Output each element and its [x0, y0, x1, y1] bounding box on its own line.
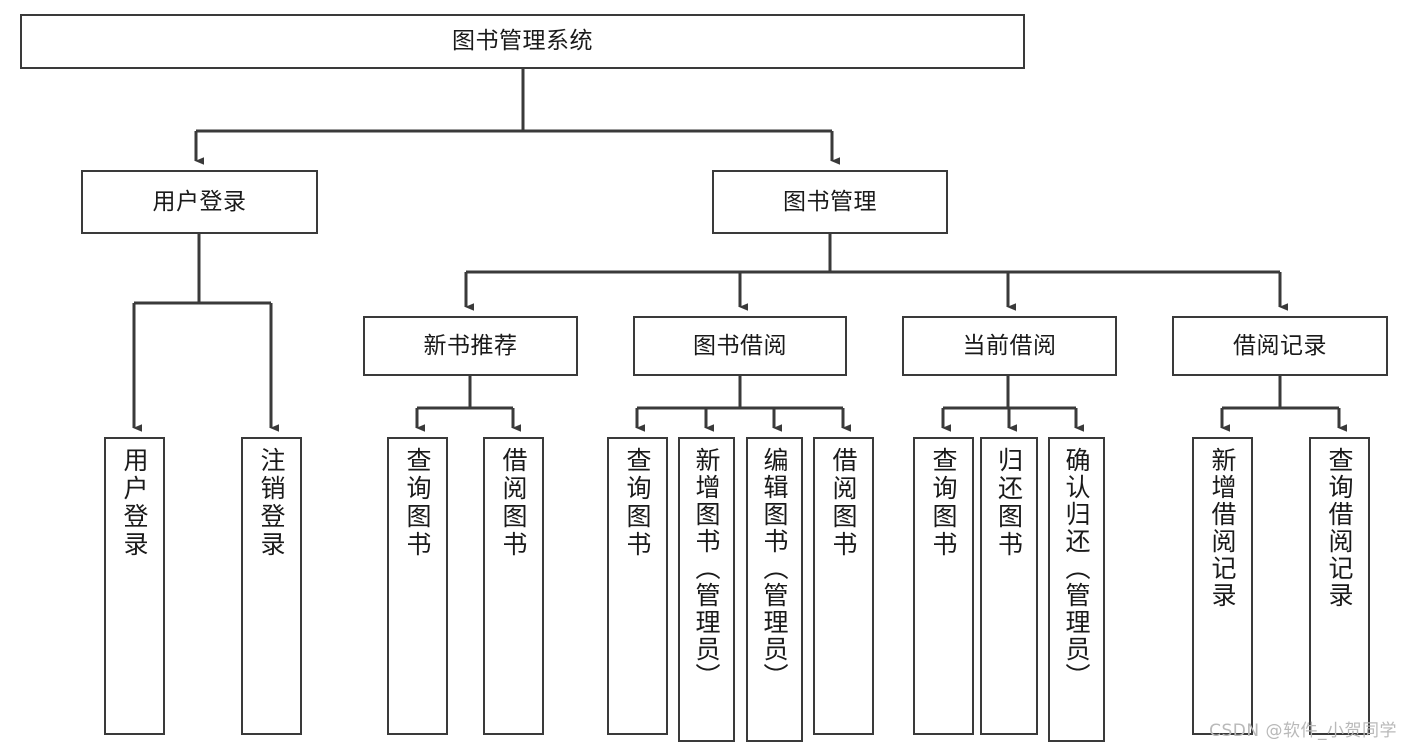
leaf-edit-book-admin[interactable]: 编辑图书（管理员）: [746, 437, 803, 742]
node-label: 用户登录: [120, 447, 149, 559]
node-current-borrow[interactable]: 当前借阅: [902, 316, 1117, 376]
leaf-query-book-borrow[interactable]: 查询图书: [607, 437, 668, 735]
node-label: 图书借阅: [693, 332, 787, 359]
node-label: 新书推荐: [423, 332, 518, 359]
node-book-borrow[interactable]: 图书借阅: [633, 316, 847, 376]
node-label: 查询借阅记录: [1325, 447, 1354, 609]
node-label: 编辑图书（管理员）: [760, 447, 789, 690]
leaf-return-book[interactable]: 归还图书: [980, 437, 1038, 735]
node-label: 新增借阅记录: [1208, 447, 1237, 609]
node-label: 注销登录: [257, 447, 286, 559]
leaf-borrow-book-recommend[interactable]: 借阅图书: [483, 437, 544, 735]
node-label: 查询图书: [623, 447, 652, 559]
leaf-query-book-recommend[interactable]: 查询图书: [387, 437, 448, 735]
leaf-user-login[interactable]: 用户登录: [104, 437, 165, 735]
leaf-add-book-admin[interactable]: 新增图书（管理员）: [678, 437, 735, 742]
leaf-borrow-book[interactable]: 借阅图书: [813, 437, 874, 735]
leaf-query-book-current[interactable]: 查询图书: [913, 437, 974, 735]
node-book-management[interactable]: 图书管理: [712, 170, 948, 234]
node-label: 查询图书: [403, 447, 432, 559]
node-new-book-recommend[interactable]: 新书推荐: [363, 316, 578, 376]
node-label: 图书管理系统: [452, 28, 593, 55]
node-label: 图书管理: [783, 188, 877, 215]
leaf-add-borrow-record[interactable]: 新增借阅记录: [1192, 437, 1253, 735]
node-label: 归还图书: [994, 447, 1024, 559]
leaf-confirm-return-admin[interactable]: 确认归还（管理员）: [1048, 437, 1105, 742]
node-user-login[interactable]: 用户登录: [81, 170, 318, 234]
node-label: 用户登录: [152, 188, 247, 215]
node-label: 借阅记录: [1233, 332, 1327, 359]
node-label: 新增图书（管理员）: [692, 447, 721, 690]
leaf-logout-login[interactable]: 注销登录: [241, 437, 302, 735]
node-label: 查询图书: [929, 447, 958, 559]
node-root-system[interactable]: 图书管理系统: [20, 14, 1025, 69]
node-label: 当前借阅: [962, 332, 1057, 359]
node-label: 借阅图书: [499, 447, 528, 559]
watermark: CSDN @软件_小贺同学: [1209, 721, 1397, 741]
node-borrow-record[interactable]: 借阅记录: [1172, 316, 1388, 376]
leaf-query-borrow-record[interactable]: 查询借阅记录: [1309, 437, 1370, 735]
node-label: 确认归还（管理员）: [1062, 447, 1091, 690]
node-label: 借阅图书: [829, 447, 858, 559]
